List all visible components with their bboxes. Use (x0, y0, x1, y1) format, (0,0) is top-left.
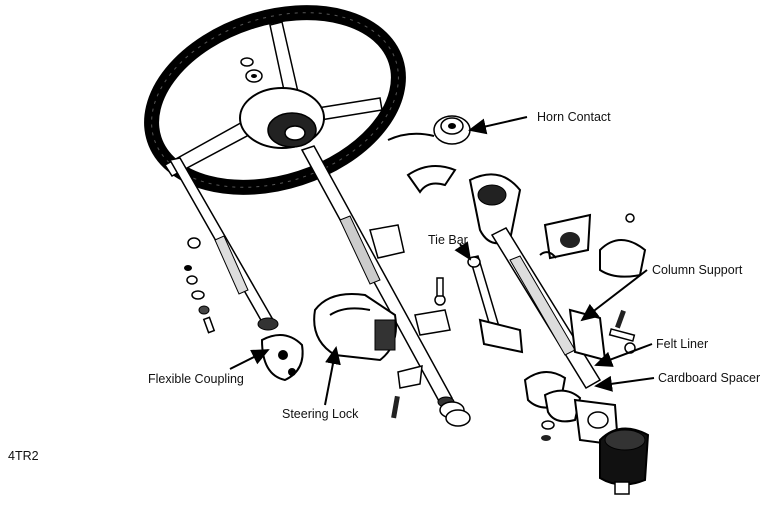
intermediate-shaft (168, 157, 279, 334)
steering-wheel (144, 5, 406, 195)
leader-horn-contact (468, 116, 528, 135)
tie-bar (467, 255, 524, 354)
leader-cardboard-spacer (594, 375, 655, 392)
flexible-coupling (260, 334, 304, 382)
leader-column-support (580, 269, 648, 322)
label-horn-contact: Horn Contact (537, 110, 611, 124)
label-column-support: Column Support (652, 263, 743, 277)
steering-lock (313, 293, 397, 362)
label-steering-lock: Steering Lock (282, 407, 359, 421)
leader-flexible-coupling (229, 349, 270, 370)
label-cardboard-spacer: Cardboard Spacer (658, 371, 760, 385)
horn-contact (387, 115, 471, 145)
leader-tie-bar (454, 241, 472, 261)
label-flexible-coupling: Flexible Coupling (148, 372, 244, 386)
steering-box (599, 427, 650, 495)
small-brackets (369, 224, 451, 419)
column-support (568, 308, 636, 362)
lower-clamps (523, 371, 620, 447)
figure-code: 4TR2 (8, 449, 39, 463)
label-felt-liner: Felt Liner (656, 337, 708, 351)
leader-felt-liner (594, 343, 653, 367)
upper-support-parts (539, 213, 647, 278)
label-tie-bar: Tie Bar (428, 233, 468, 247)
steering-shaft (300, 145, 471, 427)
leader-steering-lock (324, 346, 341, 406)
